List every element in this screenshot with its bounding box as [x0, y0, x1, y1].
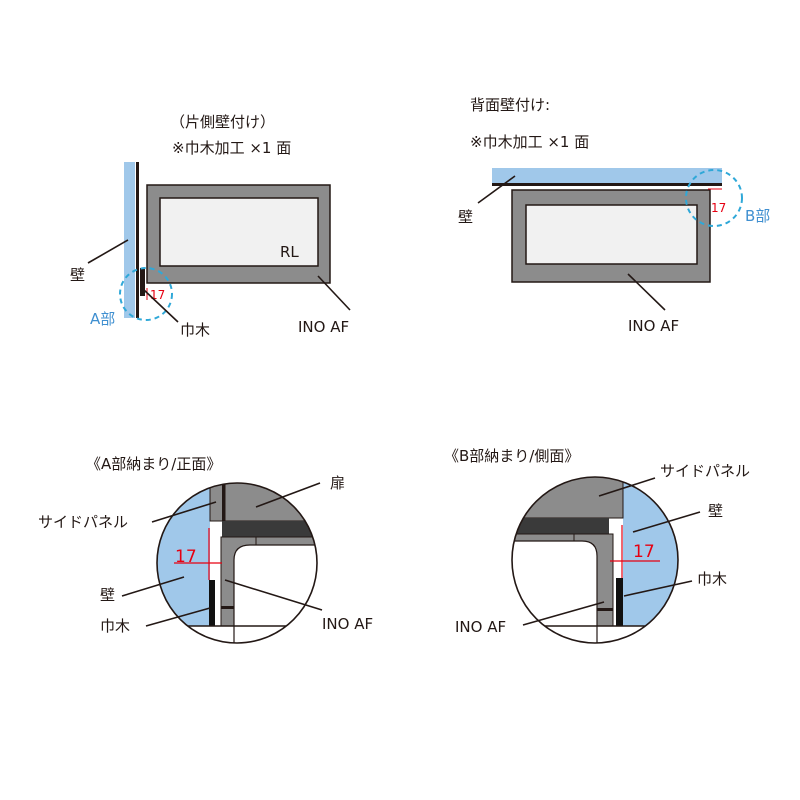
product-leader [522, 601, 605, 626]
dark-bar [222, 521, 317, 537]
dimension: 17 [711, 201, 726, 215]
product-label: INO AF [322, 615, 373, 633]
dark-bar [512, 518, 609, 534]
product-label: INO AF [298, 318, 349, 336]
product-leader [317, 275, 351, 311]
dimension: 17 [633, 542, 655, 562]
wall-label: 壁 [458, 208, 473, 226]
baseboard [616, 578, 623, 626]
dimension: 17 [175, 547, 197, 567]
product-leader [224, 579, 323, 611]
product-label: INO AF [628, 317, 679, 335]
detail-label: B部 [745, 207, 770, 225]
wall-edge [136, 162, 139, 318]
baseboard [209, 580, 215, 626]
detail-b-circle [685, 169, 743, 227]
baseboard [140, 268, 145, 296]
detail-a-title: 《A部納まり/正面》 [86, 455, 221, 473]
side-panel-leader [151, 501, 217, 523]
baseboard-leader [623, 580, 693, 597]
wall-leader [632, 511, 701, 533]
wall-leader [121, 576, 185, 597]
product-label: INO AF [455, 618, 506, 636]
side-panel-leader [598, 477, 656, 497]
title-line2: ※巾木加工 ×1 面 [172, 139, 291, 157]
unit-inner [525, 204, 698, 265]
plan-back-wall: 背面壁付け: ※巾木加工 ×1 面 17 壁 B部 INO AF [458, 96, 770, 335]
detail-a-circle [119, 267, 173, 321]
detail-a-circle [156, 482, 318, 644]
dimension: 17 [150, 288, 165, 302]
detail-b: 《B部納まり/側面》 17 サイドパネル 壁 巾木 INO AF [444, 447, 750, 644]
title-line1: （片側壁付け） [170, 113, 275, 131]
detail-b-circle [511, 476, 679, 644]
detail-label: A部 [90, 310, 115, 328]
product-leader [627, 273, 666, 311]
wall-edge [492, 183, 722, 186]
title-line1: 背面壁付け: [470, 96, 550, 114]
baseboard-leader [143, 289, 179, 323]
plan-one-side-wall: （片側壁付け） ※巾木加工 ×1 面 RL 17 壁 A部 巾木 INO AF [70, 113, 351, 339]
side-panel [512, 477, 624, 519]
side-panel-label: サイドパネル [660, 462, 750, 480]
wall-label: 壁 [100, 586, 115, 604]
detail-a: 《A部納まり/正面》 17 サイドパネル 扉 壁 巾木 INO AF [38, 455, 373, 644]
wall [124, 162, 135, 318]
wall-label: 壁 [708, 502, 723, 520]
unit-inner [159, 197, 319, 267]
side-panel-label: サイドパネル [38, 513, 128, 531]
baseboard-label: 巾木 [697, 570, 727, 588]
door-label: 扉 [330, 474, 345, 492]
wall [492, 168, 722, 183]
baseboard-label: 巾木 [180, 321, 210, 339]
baseboard-label: 巾木 [100, 617, 130, 635]
wall-leader [477, 175, 516, 204]
wall-label: 壁 [70, 266, 85, 284]
detail-b-title: 《B部納まり/側面》 [444, 447, 579, 465]
unit-label: RL [280, 243, 299, 261]
baseboard-leader [145, 607, 211, 627]
wall-leader [87, 239, 129, 264]
door-leader [255, 482, 321, 508]
title-line2: ※巾木加工 ×1 面 [470, 133, 589, 151]
